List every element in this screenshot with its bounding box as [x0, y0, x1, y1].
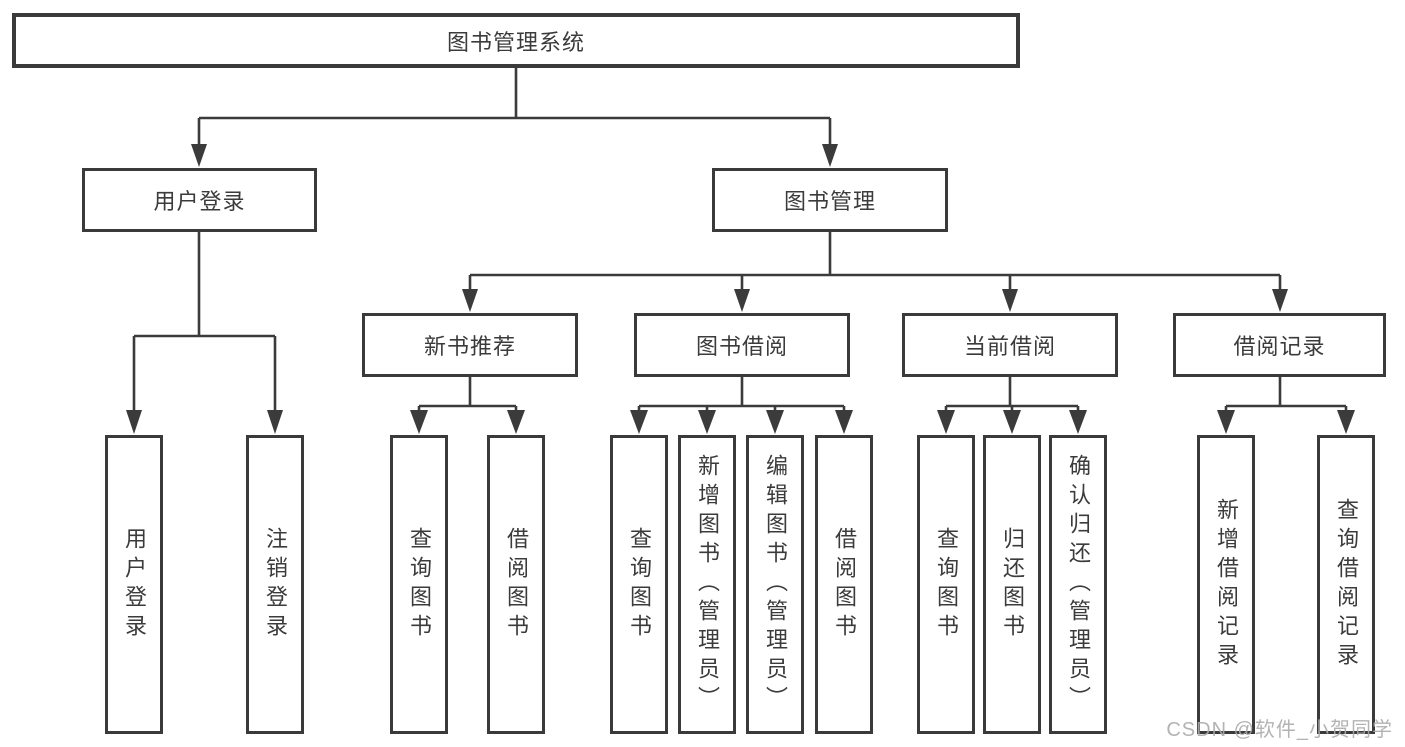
- leaf-query-books-current-label: 查询图书: [934, 526, 959, 643]
- leaf-borrow-books-recommendation-label: 借阅图书: [504, 526, 529, 643]
- node-new-book-recommendation: 新书推荐: [362, 313, 578, 377]
- csdn-watermark: CSDN @软件_小贺同学: [1166, 719, 1393, 741]
- leaf-query-books-borrowing: 查询图书: [610, 435, 668, 734]
- leaf-query-borrow-record-label: 查询借阅记录: [1334, 497, 1359, 672]
- leaf-return-books: 归还图书: [983, 435, 1041, 734]
- leaf-confirm-return-admin-label: 确认归还（管理员）: [1066, 454, 1091, 715]
- leaf-logout: 注销登录: [246, 435, 304, 734]
- leaf-query-books-borrowing-label: 查询图书: [627, 526, 652, 643]
- node-borrowing-records: 借阅记录: [1173, 313, 1386, 377]
- leaf-user-login-label: 用户登录: [122, 526, 147, 643]
- leaf-add-book-admin-label: 新增图书（管理员）: [695, 454, 720, 715]
- leaf-add-book-admin: 新增图书（管理员）: [678, 435, 736, 734]
- node-user-login: 用户登录: [82, 168, 317, 232]
- leaf-edit-book-admin: 编辑图书（管理员）: [746, 435, 804, 734]
- leaf-user-login: 用户登录: [105, 435, 163, 734]
- node-book-borrowing: 图书借阅: [634, 313, 850, 377]
- leaf-confirm-return-admin: 确认归还（管理员）: [1049, 435, 1107, 734]
- leaf-return-books-label: 归还图书: [1000, 526, 1025, 643]
- leaf-add-borrow-record-label: 新增借阅记录: [1214, 497, 1239, 672]
- leaf-borrow-books-borrowing-label: 借阅图书: [832, 526, 857, 643]
- leaf-query-borrow-record: 查询借阅记录: [1317, 435, 1375, 734]
- node-current-borrowing: 当前借阅: [902, 313, 1118, 377]
- leaf-borrow-books-borrowing: 借阅图书: [815, 435, 873, 734]
- leaf-add-borrow-record: 新增借阅记录: [1197, 435, 1255, 734]
- node-book-management: 图书管理: [712, 168, 948, 232]
- leaf-edit-book-admin-label: 编辑图书（管理员）: [763, 454, 788, 715]
- leaf-query-books-recommendation-label: 查询图书: [407, 526, 432, 643]
- leaf-borrow-books-recommendation: 借阅图书: [487, 435, 545, 734]
- leaf-query-books-current: 查询图书: [917, 435, 975, 734]
- leaf-logout-label: 注销登录: [263, 526, 288, 643]
- node-library-management-system: 图书管理系统: [12, 13, 1020, 68]
- leaf-query-books-recommendation: 查询图书: [390, 435, 448, 734]
